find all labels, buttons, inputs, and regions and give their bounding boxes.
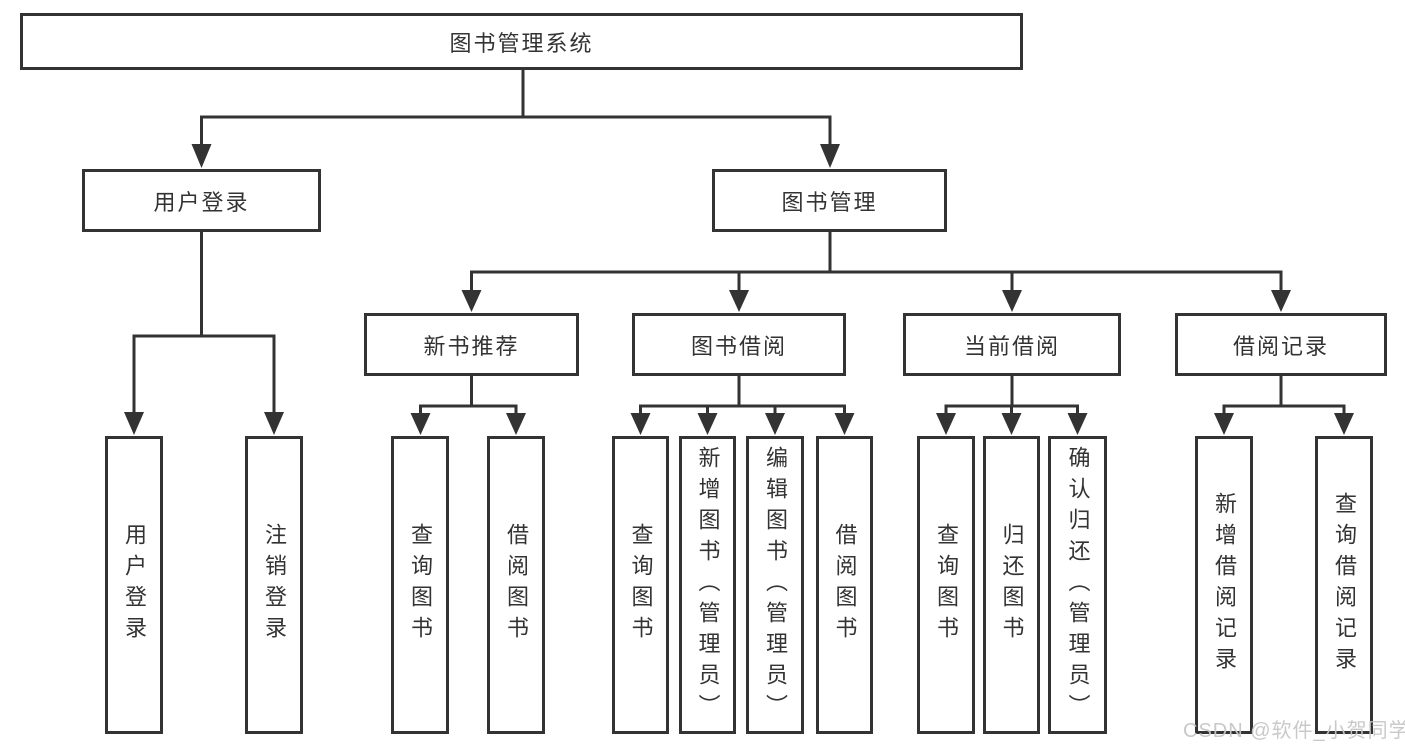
leaf-query-books-current: 查询图书	[917, 436, 975, 734]
node-label: 用户登录	[122, 523, 147, 647]
node-label: 编辑图书（管理员）	[763, 445, 788, 725]
node-new-book-recommend: 新书推荐	[364, 313, 579, 376]
watermark: CSDN @软件_小贺同学	[1183, 720, 1405, 742]
node-label: 查询借阅记录	[1332, 492, 1357, 678]
node-label: 查询图书	[628, 523, 654, 647]
leaf-borrow-books-recommend: 借阅图书	[487, 436, 545, 734]
node-book-management: 图书管理	[712, 169, 947, 232]
node-book-borrowing: 图书借阅	[632, 313, 846, 376]
leaf-user-login: 用户登录	[105, 436, 163, 734]
node-borrowing-records: 借阅记录	[1175, 313, 1387, 376]
node-label: 查询图书	[408, 523, 433, 647]
node-label: 新增图书（管理员）	[695, 445, 721, 725]
leaf-add-book-admin: 新增图书（管理员）	[679, 436, 736, 734]
node-label: 借阅图书	[504, 523, 529, 647]
leaf-query-books-borrowing: 查询图书	[612, 436, 669, 734]
node-label: 借阅图书	[832, 523, 858, 647]
leaf-confirm-return-admin: 确认归还（管理员）	[1048, 436, 1107, 734]
arrowheads	[124, 144, 1354, 435]
leaf-add-borrow-record: 新增借阅记录	[1195, 436, 1253, 734]
node-label: 确认归还（管理员）	[1065, 445, 1091, 725]
leaf-logout: 注销登录	[245, 436, 303, 734]
leaf-edit-book-admin: 编辑图书（管理员）	[746, 436, 804, 734]
node-label: 查询图书	[934, 523, 959, 647]
node-user-login: 用户登录	[82, 169, 321, 232]
node-current-borrowing: 当前借阅	[903, 313, 1121, 376]
node-label: 归还图书	[999, 523, 1025, 647]
node-label: 新增借阅记录	[1212, 492, 1237, 678]
node-label: 注销登录	[262, 523, 287, 647]
leaf-query-borrow-record: 查询借阅记录	[1315, 436, 1373, 734]
leaf-query-books-recommend: 查询图书	[391, 436, 449, 734]
node-root: 图书管理系统	[20, 13, 1023, 70]
leaf-return-book: 归还图书	[983, 436, 1040, 734]
leaf-borrow-books-borrowing: 借阅图书	[816, 436, 873, 734]
